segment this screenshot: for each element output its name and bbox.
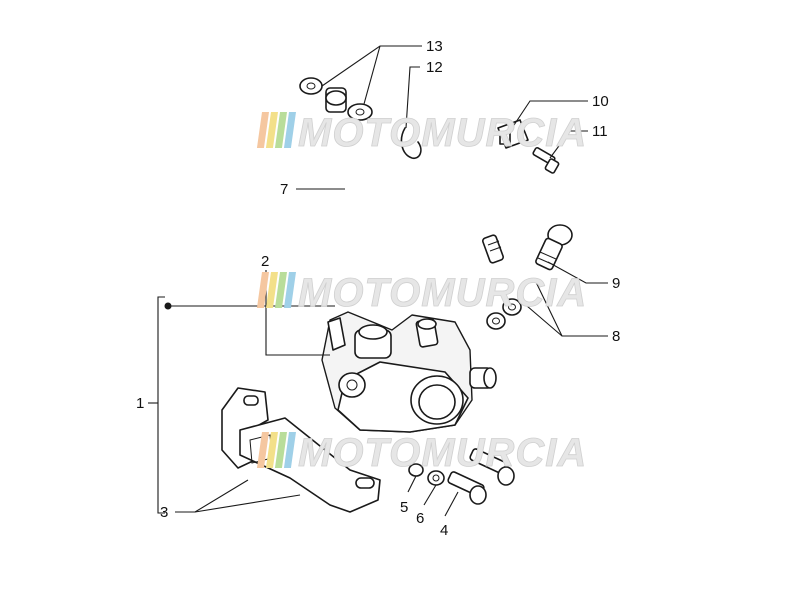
hose-bracket [497,119,529,149]
bracket-bolt [532,146,560,174]
brake-hose [327,119,504,264]
callout-10: 10 [592,93,609,110]
callout-7: 7 [280,181,288,198]
callout-8: 8 [612,328,620,345]
callout-9: 9 [612,275,620,292]
watermark-text-2: MOTOMURCIA [298,271,587,315]
callout-6: 6 [416,510,424,527]
watermark-text-1: MOTOMURCIA [298,111,587,155]
banjo-bolt [535,224,573,271]
caliper-body [321,311,497,433]
top-washers [299,77,373,121]
banjo-washers [486,298,522,330]
watermark-2: MOTOMURCIA [256,271,587,315]
callout-12: 12 [426,59,443,76]
callout-5: 5 [400,499,408,516]
callout-11: 11 [592,123,608,140]
callout-1: 1 [136,395,144,412]
watermark-1: MOTOMURCIA [256,111,587,155]
watermark-3: MOTOMURCIA [256,431,587,475]
callout-13: 13 [426,38,443,55]
leader-lines [148,45,608,517]
caliper-screws [408,448,515,505]
callouts: 13 12 10 11 7 2 9 8 1 3 5 6 4 [136,38,620,539]
callout-3: 3 [160,504,168,521]
watermark-text-3: MOTOMURCIA [298,431,587,475]
callout-2: 2 [261,253,269,270]
callout-4: 4 [440,522,448,539]
hose-clip [400,127,422,160]
